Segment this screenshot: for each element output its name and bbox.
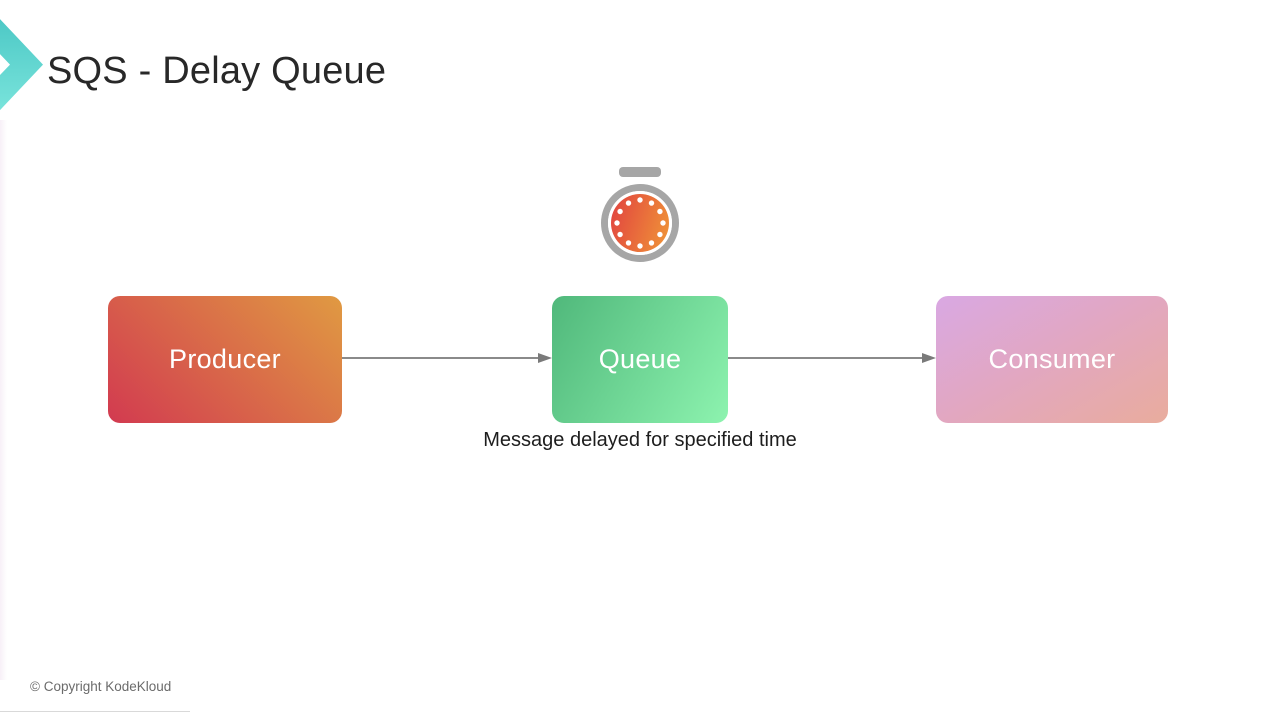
left-edge-tint <box>0 120 7 680</box>
producer-node: Producer <box>108 296 342 423</box>
queue-label: Queue <box>598 344 682 374</box>
arrow-queue-to-consumer-icon <box>728 353 936 363</box>
timer-face <box>611 194 669 252</box>
bottom-edge-line <box>0 711 190 712</box>
kodekloud-chevron-logo-icon <box>0 19 43 111</box>
consumer-node: Consumer <box>936 296 1168 423</box>
queue-node: Queue <box>552 296 728 423</box>
arrow-producer-to-queue-icon <box>342 353 552 363</box>
queue-caption: Message delayed for specified time <box>483 429 797 451</box>
timer-dots <box>614 197 666 249</box>
timer-icon <box>601 167 679 262</box>
copyright-text: © Copyright KodeKloud <box>30 679 172 694</box>
timer-crown <box>619 167 661 177</box>
producer-label: Producer <box>169 344 281 374</box>
slide-title: SQS - Delay Queue <box>47 50 387 92</box>
timer-ring <box>601 184 679 262</box>
consumer-label: Consumer <box>988 344 1116 374</box>
